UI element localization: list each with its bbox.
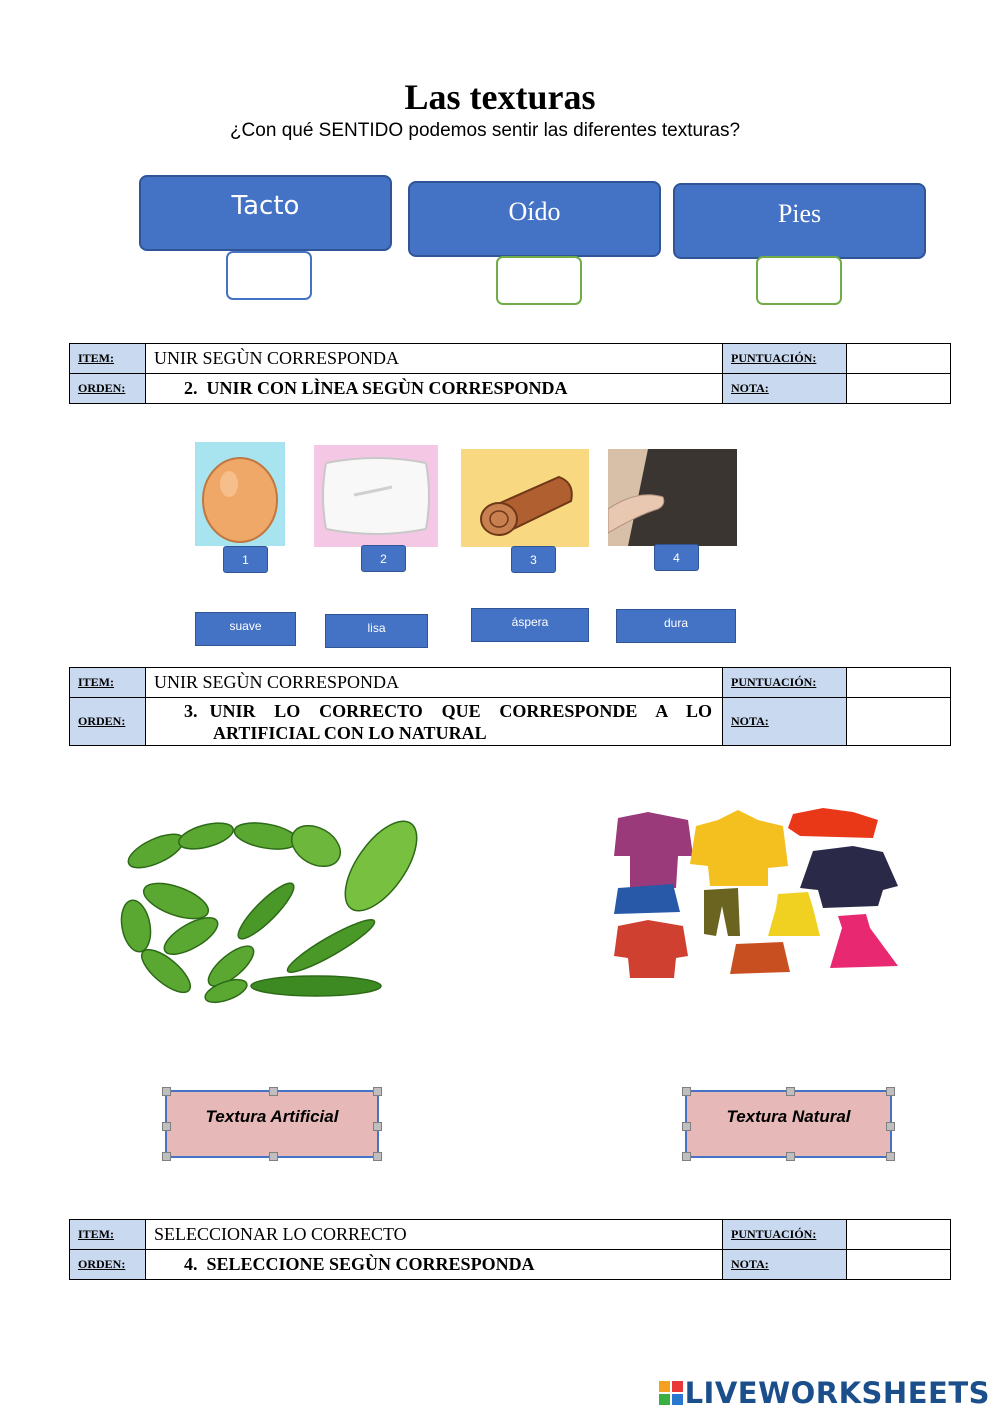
resize-handle[interactable] [269,1152,278,1161]
note-value [846,373,951,404]
texture-button-aspera[interactable]: áspera [471,608,589,642]
logo-text: LIVEWORKSHEETS [684,1376,990,1410]
number-button-4[interactable]: 4 [654,544,699,571]
item-label: ITEM: [69,667,146,698]
page-subtitle: ¿Con qué SENTIDO podemos sentir las dife… [229,120,741,141]
sense-button-oido[interactable]: Oído [408,181,661,257]
item-table-4: ITEM: SELECCIONAR LO CORRECTO PUNTUACIÓN… [69,1219,951,1280]
item-label: ITEM: [69,1219,146,1250]
note-value [846,1249,951,1280]
resize-handle[interactable] [373,1122,382,1131]
score-value [846,1219,951,1250]
answer-box-pies[interactable] [756,256,842,305]
resize-handle[interactable] [682,1122,691,1131]
texture-button-lisa[interactable]: lisa [325,614,428,648]
note-value [846,697,951,746]
sense-label: Tacto [231,191,300,221]
item-value: SELECCIONAR LO CORRECTO [145,1219,723,1250]
log-image [461,449,589,547]
order-text-line1: UNIR LO CORRECTO QUE CORRESPONDE A LO [209,700,713,721]
resize-handle[interactable] [682,1152,691,1161]
note-label: NOTA: [722,697,847,746]
order-text: UNIR CON LÌNEA SEGÙN CORRESPONDA [206,378,568,398]
texture-box-artificial[interactable]: Textura Artificial [162,1087,382,1161]
item-table-2: ITEM: UNIR SEGÙN CORRESPONDA PUNTUACIÓN:… [69,343,951,404]
order-number: 2. [184,378,198,398]
order-text-line2: ARTIFICIAL CON LO NATURAL [213,722,487,743]
egg-image [195,442,285,546]
texture-button-suave[interactable]: suave [195,612,296,646]
resize-handle[interactable] [373,1087,382,1096]
answer-box-oido[interactable] [496,256,582,305]
resize-handle[interactable] [682,1087,691,1096]
texture-box-natural[interactable]: Textura Natural [682,1087,895,1161]
score-label: PUNTUACIÓN: [722,667,847,698]
order-value: 2. UNIR CON LÌNEA SEGÙN CORRESPONDA [145,373,723,404]
order-label: ORDEN: [69,373,146,404]
resize-handle[interactable] [886,1152,895,1161]
resize-handle[interactable] [786,1087,795,1096]
clothes-image [608,806,908,998]
leaves-image [116,806,426,1006]
page-title: Las texturas [404,77,596,117]
order-number: 4. [184,1254,198,1274]
score-value [846,343,951,374]
texture-button-dura[interactable]: dura [616,609,736,643]
number-button-1[interactable]: 1 [223,546,268,573]
sense-label: Pies [777,199,822,228]
sandpaper-image [608,449,737,546]
resize-handle[interactable] [373,1152,382,1161]
texture-box-label: Textura Natural [726,1107,851,1126]
resize-handle[interactable] [162,1152,171,1161]
number-button-2[interactable]: 2 [361,545,406,572]
order-number: 3. [184,700,198,721]
note-label: NOTA: [722,373,847,404]
order-label: ORDEN: [69,697,146,746]
score-value [846,667,951,698]
resize-handle[interactable] [886,1122,895,1131]
liveworksheets-logo: LIVEWORKSHEETS [658,1376,990,1410]
resize-handle[interactable] [162,1122,171,1131]
score-label: PUNTUACIÓN: [722,343,847,374]
resize-handle[interactable] [162,1087,171,1096]
number-button-3[interactable]: 3 [511,546,556,573]
sense-button-tacto[interactable]: Tacto [139,175,392,251]
resize-handle[interactable] [786,1152,795,1161]
texture-box-label: Textura Artificial [205,1107,339,1126]
order-text: SELECCIONE SEGÙN CORRESPONDA [206,1254,535,1274]
liveworksheets-logo-icon [658,1381,683,1405]
resize-handle[interactable] [269,1087,278,1096]
sense-button-pies[interactable]: Pies [673,183,926,259]
item-value: UNIR SEGÙN CORRESPONDA [145,343,723,374]
item-value: UNIR SEGÙN CORRESPONDA [145,667,723,698]
sense-label: Oído [508,197,561,226]
note-label: NOTA: [722,1249,847,1280]
item-label: ITEM: [69,343,146,374]
order-value: 4. SELECCIONE SEGÙN CORRESPONDA [145,1249,723,1280]
resize-handle[interactable] [886,1087,895,1096]
pillow-image [314,445,438,547]
order-value: 3. UNIR LO CORRECTO QUE CORRESPONDE A LO… [145,697,723,746]
score-label: PUNTUACIÓN: [722,1219,847,1250]
answer-box-tacto[interactable] [226,251,312,300]
order-label: ORDEN: [69,1249,146,1280]
item-table-3: ITEM: UNIR SEGÙN CORRESPONDA PUNTUACIÓN:… [69,667,951,746]
